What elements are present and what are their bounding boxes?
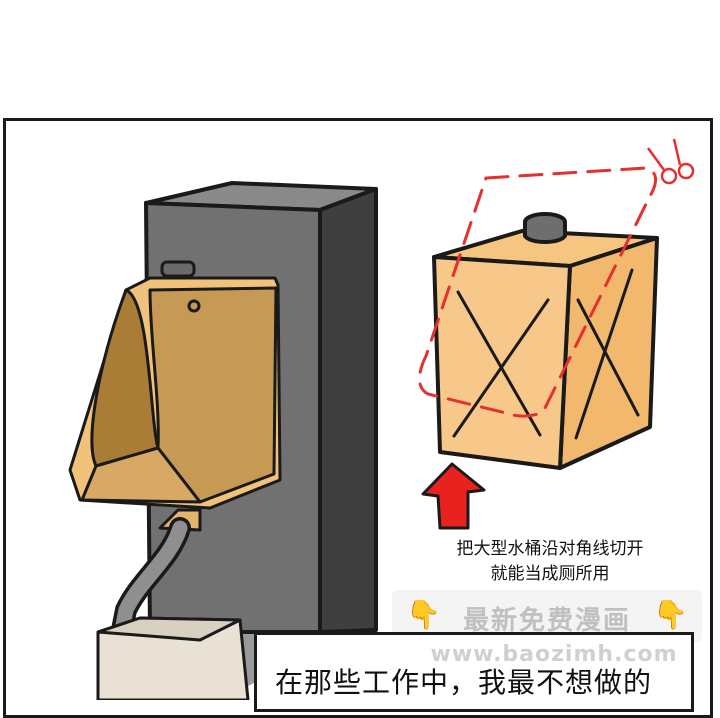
- watermark-url: www.baozimh.com: [430, 642, 678, 667]
- cut-line: [418, 166, 657, 418]
- pointing-hand-icon: 👇: [406, 598, 441, 631]
- watermark-title: 最新免费漫画: [462, 606, 631, 636]
- collection-bucket: [96, 616, 250, 700]
- caption: 把大型水桶沿对角线切开 就能当成厕所用: [400, 537, 700, 587]
- scissors-icon: [646, 138, 695, 185]
- speech-box: 在那些工作中，我最不想做的: [254, 632, 694, 712]
- urinal-bucket: [68, 260, 282, 532]
- pointing-hand-icon: 👇: [653, 598, 688, 631]
- comic-illustration: [68, 138, 695, 700]
- caption-line-2: 就能当成厕所用: [490, 564, 610, 584]
- caption-line-1: 把大型水桶沿对角线切开: [456, 539, 644, 559]
- up-arrow-icon: [421, 462, 486, 530]
- bucket-x-marks: [452, 268, 640, 440]
- speech-text: 在那些工作中，我最不想做的: [275, 666, 653, 699]
